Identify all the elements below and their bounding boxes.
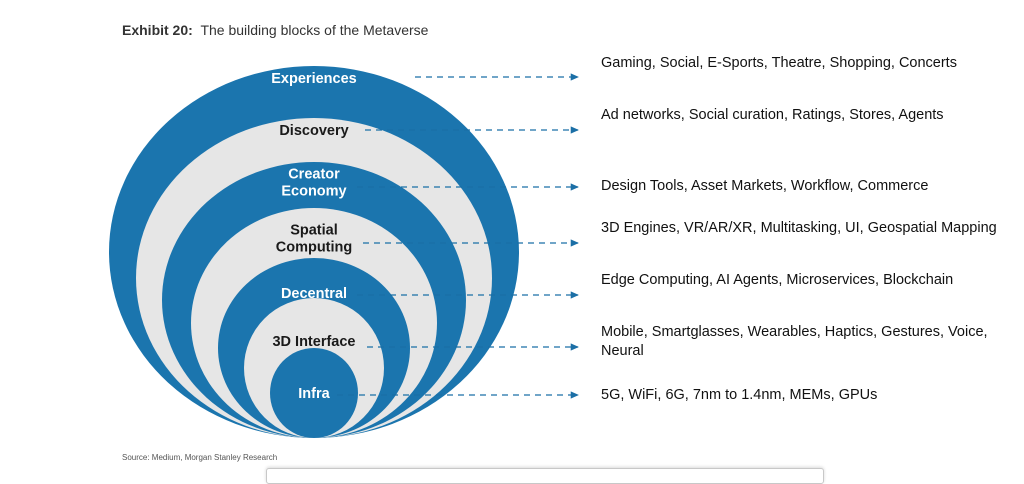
layer-label-5: Decentral	[281, 286, 347, 302]
exhibit-title: Exhibit 20: The building blocks of the M…	[122, 22, 428, 38]
layer-description-1: Gaming, Social, E-Sports, Theatre, Shopp…	[601, 55, 957, 71]
exhibit-title-text: The building blocks of the Metaverse	[200, 22, 429, 38]
layer-description-2: Ad networks, Social curation, Ratings, S…	[601, 107, 944, 123]
layer-description-3: Design Tools, Asset Markets, Workflow, C…	[601, 178, 929, 194]
layer-label-6: 3D Interface	[272, 334, 355, 350]
layer-label-2: Discovery	[279, 123, 348, 139]
layer-label-7: Infra	[298, 386, 330, 402]
source-note: Source: Medium, Morgan Stanley Research	[122, 453, 278, 462]
layer-ring-7	[270, 348, 358, 438]
layer-description-7: 5G, WiFi, 6G, 7nm to 1.4nm, MEMs, GPUs	[601, 387, 878, 403]
layer-description-5: Edge Computing, AI Agents, Microservices…	[601, 272, 954, 288]
layer-label-1: Experiences	[271, 71, 356, 87]
bottom-scroll-bar	[266, 468, 824, 484]
layer-description-6: Mobile, Smartglasses, Wearables, Haptics…	[601, 324, 988, 359]
layer-description-4: 3D Engines, VR/AR/XR, Multitasking, UI, …	[601, 220, 997, 236]
exhibit-label: Exhibit 20:	[122, 22, 193, 38]
